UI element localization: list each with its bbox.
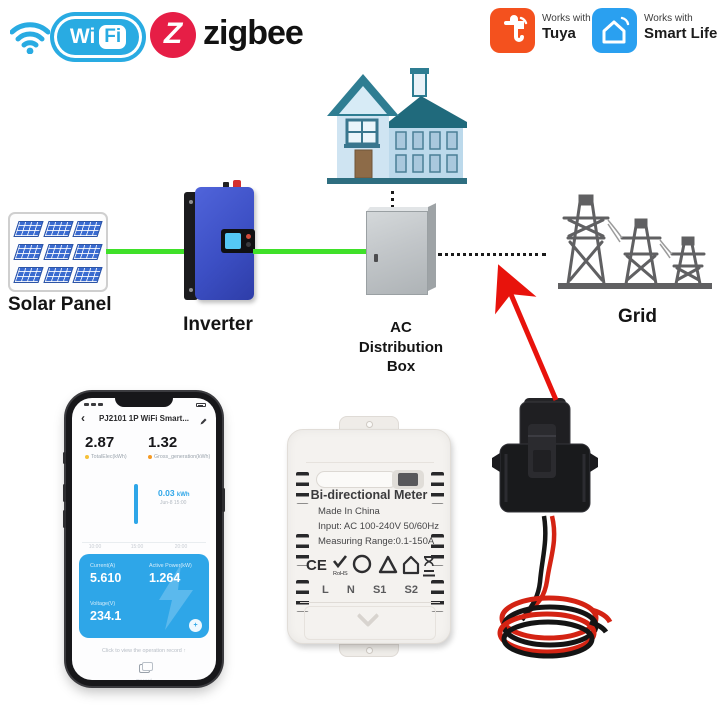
phone-notch xyxy=(115,398,173,407)
chart-highlight-value: 0.03 xyxy=(158,488,175,498)
meter-input-spec: Input: AC 100-240V 50/60Hz xyxy=(318,521,439,532)
grid-label: Grid xyxy=(617,306,658,327)
app-nav-bar: ‹ PJ2101 1P WiFi Smart... xyxy=(72,411,216,427)
smart-life-name: Smart Life xyxy=(644,25,718,42)
ct-clamp-pointer-arrow xyxy=(495,264,559,401)
chart-highlight-sub: Jun-8 15:00 xyxy=(160,500,187,506)
voltage-value: 234.1 xyxy=(90,609,122,623)
terminal-N: N xyxy=(346,584,355,596)
meter-terminal-cover xyxy=(304,606,436,640)
meter-indicator-window xyxy=(316,471,398,488)
bidirectional-meter-device: Bi-directional Meter Made In China Input… xyxy=(287,416,451,659)
voltage-label: Voltage(V) xyxy=(90,601,116,607)
certification-icons: CE RoHS xyxy=(306,554,435,577)
distribution-box-illustration xyxy=(366,203,436,295)
house-to-box-connector xyxy=(391,191,394,208)
active-power-value: 1.264 xyxy=(149,571,181,585)
forward-energy-value: 2.87 xyxy=(85,434,115,451)
grid-illustration xyxy=(558,194,712,289)
live-readings-card[interactable]: Current(A) 5.610 Active Power(kW) 1.264 … xyxy=(79,554,209,638)
active-power-label: Active Power(kW) xyxy=(149,563,192,569)
inverter-to-box-wire xyxy=(253,249,367,254)
chart-tick-1: 10:00 xyxy=(88,544,102,550)
ct-clamp-sensor xyxy=(492,398,613,659)
wifi-signal-icon xyxy=(10,22,50,54)
meter-mount-tab-bottom xyxy=(339,644,399,657)
wifi-logo: Wi Fi xyxy=(54,16,142,58)
chart-tick-3: 20:00 xyxy=(174,544,188,550)
reverse-energy-label: Gross_generation(kWh) xyxy=(154,454,211,460)
card-expand-button[interactable]: + xyxy=(189,619,202,632)
acbox-label-line3: Box xyxy=(386,358,416,375)
wifi-logo-fi: Fi xyxy=(99,25,127,49)
hourglass-icon xyxy=(423,556,435,577)
meter-mount-tab-top xyxy=(339,416,399,430)
rohs-text: RoHS xyxy=(333,571,348,577)
edit-icon[interactable] xyxy=(199,413,208,431)
smart-life-icon xyxy=(592,8,637,53)
zigbee-initial: Z xyxy=(163,17,183,50)
wifi-logo-wi: Wi xyxy=(69,25,96,48)
inverter-display xyxy=(221,229,255,253)
chart-tick-2: 15:00 xyxy=(130,544,144,550)
lightning-watermark-icon xyxy=(159,564,193,630)
smart-life-caption: Works with Smart Life xyxy=(644,13,717,42)
meter-origin: Made In China xyxy=(318,506,380,517)
meter-button[interactable] xyxy=(398,473,418,486)
smartphone: ‹ PJ2101 1P WiFi Smart... 2.87 TotalElec… xyxy=(63,392,225,686)
rohs-check-icon xyxy=(332,555,348,569)
acbox-label-line2: Distribution xyxy=(358,338,444,356)
smart-life-works-with: Works with xyxy=(644,13,693,24)
chart-bar xyxy=(134,484,138,524)
record-icon xyxy=(138,662,153,673)
reverse-energy-value: 1.32 xyxy=(148,434,178,451)
house-mark-icon xyxy=(402,555,420,575)
zigbee-icon: Z xyxy=(150,12,196,58)
terminal-labels: L N S1 S2 xyxy=(322,584,418,596)
box-to-grid-connector xyxy=(438,253,546,256)
tuya-name: Tuya xyxy=(542,25,576,42)
ce-mark: CE xyxy=(306,557,327,574)
recycle-triangle-icon xyxy=(378,555,398,574)
battery-icon xyxy=(196,403,206,407)
terminal-L: L xyxy=(322,584,329,596)
current-label: Current(A) xyxy=(90,563,116,569)
record-tab[interactable]: Record xyxy=(72,660,216,680)
operation-record-hint[interactable]: Click to view the operation record ↑ xyxy=(102,648,186,654)
inverter-label: Inverter xyxy=(183,314,253,335)
meter-title: Bi-directional Meter xyxy=(310,488,428,502)
app-screen: ‹ PJ2101 1P WiFi Smart... 2.87 TotalElec… xyxy=(72,398,216,680)
solar-panel-label: Solar Panel xyxy=(8,294,112,315)
meter-range-spec: Measuring Range:0.1-150A xyxy=(318,536,435,547)
tuya-works-with: Works with xyxy=(542,13,591,24)
solar-to-inverter-wire xyxy=(106,249,186,254)
back-button[interactable]: ‹ xyxy=(81,411,85,425)
house-illustration xyxy=(327,68,467,184)
acbox-label-line1: AC xyxy=(390,319,412,336)
solar-panel-illustration xyxy=(8,212,108,292)
zigbee-wordmark: zigbee xyxy=(203,14,304,52)
current-value: 5.610 xyxy=(90,571,122,585)
tuya-caption: Works with Tuya xyxy=(542,13,591,42)
distribution-box-label: AC Distribution Box xyxy=(358,318,444,377)
status-bar xyxy=(72,401,216,409)
inverter-illustration xyxy=(184,180,255,305)
record-tab-label: Record xyxy=(72,679,216,680)
meter-body: Bi-directional Meter Made In China Input… xyxy=(287,429,451,644)
forward-energy-label: TotalElec(kWh) xyxy=(91,454,127,460)
green-dot-icon xyxy=(352,554,372,574)
chart-highlight-unit: kWh xyxy=(176,492,190,498)
device-title: PJ2101 1P WiFi Smart... xyxy=(98,414,190,423)
terminal-S1: S1 xyxy=(372,584,387,596)
terminal-S2: S2 xyxy=(404,584,418,596)
energy-chart[interactable]: 0.03 kWh Jun-8 15:00 10:00 15:00 20:00 xyxy=(72,476,216,550)
tuya-icon xyxy=(490,8,535,53)
